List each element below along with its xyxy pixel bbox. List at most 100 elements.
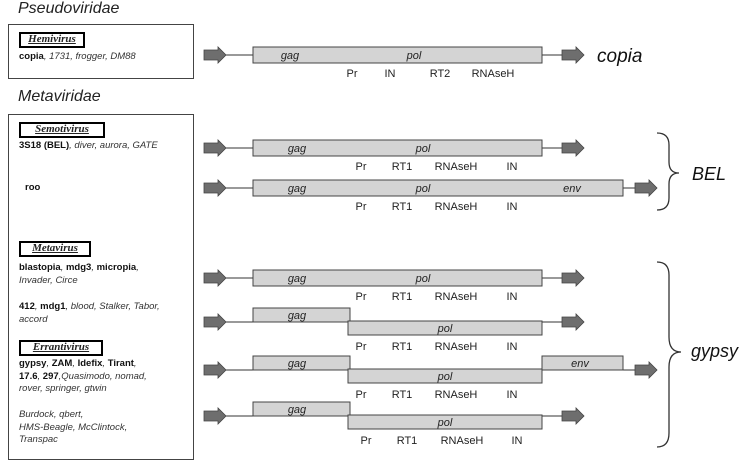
row-2-domain-pr: Pr [356,161,367,173]
row-7-domain-pr: Pr [361,435,372,447]
row-4-ltr-right [561,269,585,287]
row-1-domain-in: IN [385,68,396,80]
row-4-label-pol: pol [415,273,431,285]
row-3-domain-in: IN [507,201,518,213]
row-6-domain-pr: Pr [356,389,367,401]
row-3-orf [252,179,624,197]
member-name: ,Quasimodo, nomad, [58,370,147,382]
clade-copia: copia [597,46,642,67]
member-name-bold: 412 [19,301,35,312]
row-3-label-env: env [563,183,582,195]
row-6-pol-orf [347,368,543,384]
row-4-orf [252,269,543,287]
brace-bel [656,132,680,211]
member-name-bold: Tirant [107,358,134,369]
row-1-label-pol: pol [406,50,422,62]
brace-gypsy [656,261,682,448]
member-name: Invader, Circe [19,274,78,286]
row-5-ltr-right [561,313,585,331]
row-3-label-gag: gag [288,183,307,195]
row-3-domain-rt1: RT1 [392,201,413,213]
row-2-domain-rnaseh: RNAseH [435,161,478,173]
member-name: , [37,370,43,382]
row-1-label-gag: gag [281,50,300,62]
row-6-ltr-left [203,361,227,379]
row-6-env-orf [541,355,624,371]
member-name-bold: 17.6 [19,370,38,382]
row-6-domain-in: IN [507,389,518,401]
family-pseudoviridae: Pseudoviridae [18,0,120,17]
row-7-domain-rnaseh: RNAseH [441,435,484,447]
row-4-domain-rnaseh: RNAseH [435,291,478,303]
row-4-ltr-left [203,269,227,287]
member-name-bold: blastopia [19,262,61,273]
member-name-bold: mdg3 [65,262,92,273]
row-5-domain-pr: Pr [356,341,367,353]
row-1-orf [252,46,543,64]
row-4-label-gag: gag [288,273,307,285]
member-name: , [72,358,78,369]
row-7-pol-orf [347,414,543,430]
genus-label-metavirus: Metavirus [19,241,91,257]
member-name: HMS-Beagle, McClintock, [19,421,128,433]
members-metavirus-a: blastopia, mdg3, micropia,Invader, Circe [19,262,139,287]
row-1-domain-rt2: RT2 [430,68,451,80]
row-4-domain-pr: Pr [356,291,367,303]
row-2-label-gag: gag [288,143,307,155]
row-2-domain-in: IN [507,161,518,173]
row-1-domain-pr: Pr [347,68,358,80]
row-5-domain-in: IN [507,341,518,353]
members-metavirus-b: 412, mdg1, blood, Stalker, Tabor,accord [19,301,160,326]
member-name: , [133,358,137,369]
row-4-domain-in: IN [507,291,518,303]
row-3-ltr-right [634,179,658,197]
row-7-domain-in: IN [512,435,523,447]
member-name: , diver, aurora, GATE [69,140,158,151]
member-name: Burdock, qbert, [19,409,84,420]
row-1-domain-rnaseh: RNAseH [472,68,515,80]
row-2-label-pol: pol [415,143,431,155]
row-5-domain-rnaseh: RNAseH [435,341,478,353]
member-name-bold: 3S18 (BEL) [19,140,70,151]
clade-gypsy: gypsy [691,341,739,361]
genus-label-hemivirus: Hemivirus [19,32,85,48]
member-name-bold: roo [25,182,41,193]
row-7-ltr-right [561,407,585,425]
row-5-gag-orf [252,307,351,323]
row-3-ltr-left [203,179,227,197]
pseudoviridae-panel: Hemivirus copia, 1731, frogger, DM88 [8,24,194,79]
member-name: , [46,358,52,369]
member-name: accord [19,313,48,325]
row-6-label-pol: pol [437,371,453,383]
row-2-ltr-right [561,139,585,157]
row-5-pol-orf [347,320,543,336]
member-name: , [136,262,139,273]
row-7-domain-rt1: RT1 [397,435,418,447]
member-name-bold: gypsy [19,358,47,369]
row-6-domain-rt1: RT1 [392,389,413,401]
members-errantivirus-a: gypsy, ZAM, Idefix, Tirant,17.6, 297,Qua… [19,358,147,396]
row-6-ltr-right [634,361,658,379]
member-name: , [60,262,66,273]
row-7-ltr-left [203,407,227,425]
row-6-gag-orf [252,355,351,371]
members-semotivirus-b: roo [25,182,40,195]
member-name: , [102,358,108,369]
row-5-label-pol: pol [437,323,453,335]
member-name: , blood, Stalker, Tabor, [65,301,160,312]
row-5-ltr-left [203,313,227,331]
row-3-label-pol: pol [415,183,431,195]
members-hemivirus: copia, 1731, frogger, DM88 [19,51,136,64]
genus-label-errantivirus: Errantivirus [19,340,103,356]
clade-bel: BEL [692,164,726,184]
row-4-domain-rt1: RT1 [392,291,413,303]
row-1-ltr-left [203,46,227,64]
row-6-label-env: env [571,358,590,370]
member-name-bold: micropia [96,262,137,273]
row-6-domain-rnaseh: RNAseH [435,389,478,401]
member-name-bold: copia [19,51,44,62]
members-errantivirus-b: Burdock, qbert,HMS-Beagle, McClintock,Tr… [19,409,127,447]
row-5-domain-rt1: RT1 [392,341,413,353]
member-name-bold: Idefix [77,358,103,369]
